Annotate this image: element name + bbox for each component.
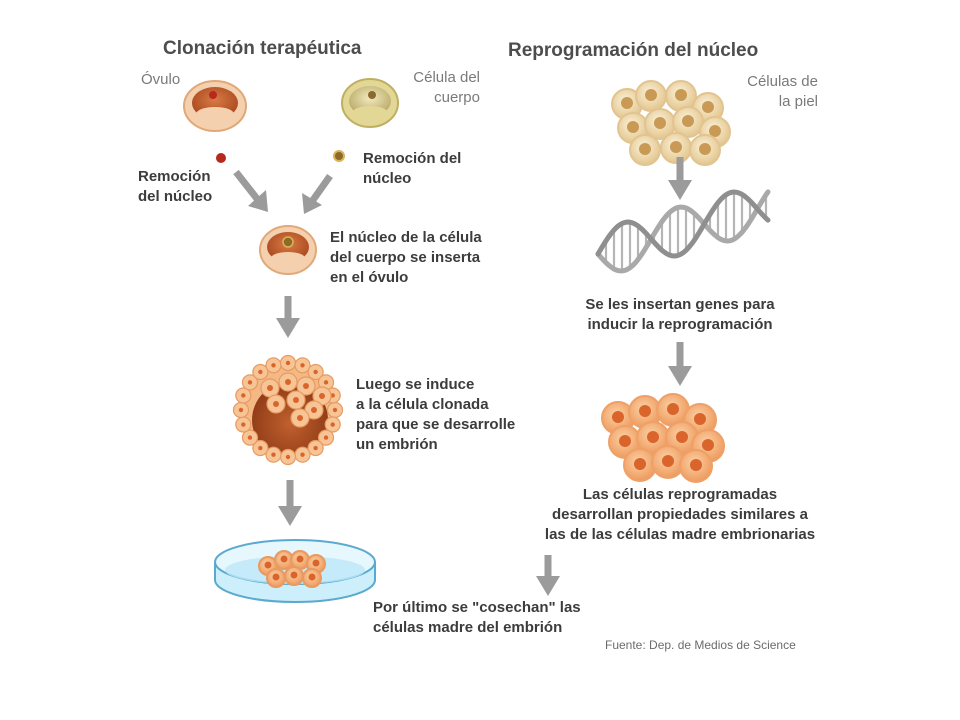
harvest-line-1: Por último se "cosechan" las <box>373 599 581 616</box>
result-line-1: Las células reprogramadas <box>582 486 778 503</box>
petri-dish <box>214 539 376 603</box>
embryo-line-1: Luego se induce <box>356 376 475 393</box>
embryo-line-3: para que se desarrolle <box>356 416 516 433</box>
dna-helix <box>595 189 771 274</box>
removal-right-line-1: Remoción del <box>363 150 462 167</box>
removal-left-line-2: del núcleo <box>138 188 213 205</box>
insert-line-2: del cuerpo se inserta <box>330 249 481 266</box>
reprogrammed-cell <box>665 421 699 455</box>
reprogrammed-cell-cluster <box>601 393 725 483</box>
insert-line-1: El núcleo de la célula <box>330 229 482 246</box>
reprogrammed-cell <box>679 449 713 483</box>
embryo-blastocyst <box>232 354 344 466</box>
ovum-cell <box>183 80 247 132</box>
dna-strand-1 <box>595 189 771 274</box>
reprogrammed-cell <box>636 421 670 455</box>
insert-line-3: en el óvulo <box>330 269 409 286</box>
result-line-3: las de las células madre embrionarias <box>544 526 816 543</box>
right-title: Reprogramación del núcleo <box>508 40 759 61</box>
harvested-cell <box>284 566 304 586</box>
harvested-cell <box>290 550 310 570</box>
removed-nucleus-red <box>216 153 226 163</box>
arrow-down-right-2 <box>668 342 692 386</box>
embryo-line-2: a la célula clonada <box>356 396 489 413</box>
skin-cell-cluster <box>611 80 731 166</box>
skin-cell <box>660 132 692 164</box>
skin-cell <box>611 88 643 120</box>
skin-cell <box>629 134 661 166</box>
body-cell-label-2: cuerpo <box>434 89 480 106</box>
reprogrammed-cell <box>656 393 690 427</box>
arrow-converge-right <box>302 173 333 214</box>
harvested-cell <box>302 568 322 588</box>
reprogrammed-cell <box>623 448 657 482</box>
harvested-cell <box>266 568 286 588</box>
ovum-label: Óvulo <box>141 71 181 88</box>
arrow-down-right-1 <box>668 157 692 200</box>
reprogrammed-cell <box>651 445 685 479</box>
body-cell <box>341 78 399 128</box>
arrow-down-2 <box>278 480 302 526</box>
skin-cell <box>689 134 721 166</box>
embryo-line-4: un embrión <box>356 436 438 453</box>
removal-right-line-2: núcleo <box>363 170 412 187</box>
skin-label-1: Células de <box>747 73 818 90</box>
skin-cell <box>635 80 667 112</box>
fused-cell <box>259 225 317 275</box>
left-title: Clonación terapéutica <box>163 38 362 59</box>
removal-left-line-1: Remoción <box>138 168 211 185</box>
dna-strand-2 <box>595 189 771 259</box>
source-credit: Fuente: Dep. de Medios de Science <box>605 638 796 652</box>
body-cell-label-1: Célula del <box>413 69 480 86</box>
arrow-down-right-3 <box>536 555 560 596</box>
genes-line-1: Se les insertan genes para <box>585 296 775 313</box>
harvest-line-2: células madre del embrión <box>373 619 563 636</box>
arrow-down-1 <box>276 296 300 338</box>
result-line-2: desarrollan propiedades similares a <box>552 506 808 523</box>
arrow-converge-left <box>233 169 268 212</box>
skin-cell <box>672 106 704 138</box>
skin-label-2: la piel <box>778 93 818 110</box>
genes-line-2: inducir la reprogramación <box>587 316 773 333</box>
removed-nucleus-body <box>333 150 345 162</box>
